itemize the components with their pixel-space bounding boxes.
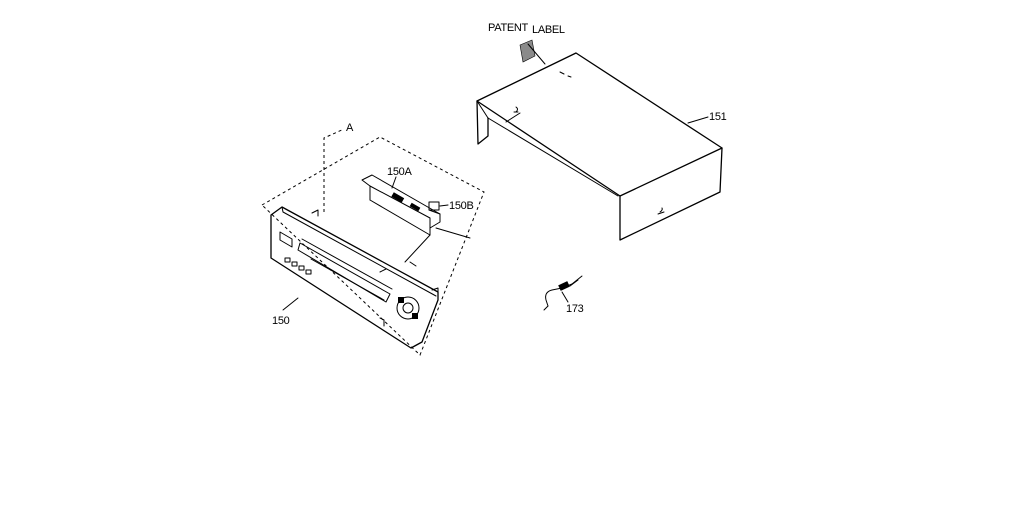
label-150a: 150A bbox=[387, 166, 412, 178]
cable-173 bbox=[543, 275, 583, 311]
bracket-150a bbox=[361, 174, 471, 263]
label-150: 150 bbox=[272, 315, 290, 327]
leader-150 bbox=[282, 297, 299, 311]
leader-150a bbox=[391, 176, 397, 189]
leader-150b bbox=[439, 204, 449, 207]
label-173: 173 bbox=[566, 303, 584, 315]
reference-a-line bbox=[323, 128, 345, 212]
part-150b bbox=[428, 201, 441, 215]
patent-label-text: PATENT bbox=[488, 22, 529, 34]
top-cover bbox=[476, 52, 723, 241]
label-a: A bbox=[346, 122, 354, 134]
label-150b: 150B bbox=[449, 200, 474, 212]
patent-label-sticker bbox=[519, 39, 546, 65]
label-151: 151 bbox=[709, 111, 727, 123]
leader-151 bbox=[687, 116, 709, 124]
detail-boundary bbox=[261, 136, 485, 356]
patent-label-text-2: LABEL bbox=[532, 24, 565, 36]
front-panel bbox=[270, 206, 439, 349]
